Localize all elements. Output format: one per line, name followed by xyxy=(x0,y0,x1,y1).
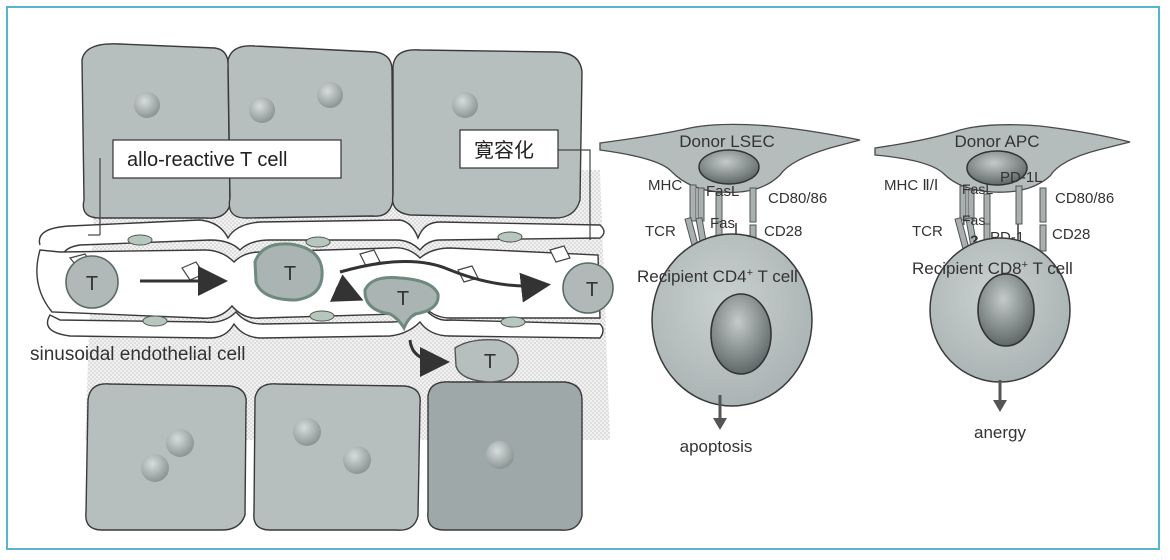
nucleus xyxy=(166,429,194,457)
hepatocyte xyxy=(82,44,230,218)
cd80-cd28-complex xyxy=(1040,188,1046,251)
apoptosis-label: apoptosis xyxy=(680,437,753,456)
cd80-86-label: CD80/86 xyxy=(1055,190,1114,207)
donor-apc-label: Donor APC xyxy=(954,132,1039,151)
donor-lsec-label: Donor LSEC xyxy=(679,132,774,151)
endothelial-nucleus xyxy=(498,232,522,242)
nucleus xyxy=(293,418,321,446)
cd4-tolerance-diagram: Donor LSEC MHC FasL CD80/86 Fas TCR CD28 xyxy=(600,124,860,456)
endothelial-nucleus xyxy=(501,317,525,327)
tcr-label: TCR xyxy=(912,223,943,240)
svg-text:T: T xyxy=(86,273,98,295)
nucleus xyxy=(486,441,514,469)
endothelial-cell-label: sinusoidal endothelial cell xyxy=(30,344,245,365)
nucleus xyxy=(452,92,478,118)
anergy-label: anergy xyxy=(974,423,1026,442)
endothelial-nucleus xyxy=(310,311,334,321)
outcome-arrow-head xyxy=(993,400,1007,412)
t-cell-tolerized: T xyxy=(563,263,613,313)
svg-text:T: T xyxy=(484,351,496,373)
t-cell: T xyxy=(66,256,118,308)
allo-reactive-label: allo-reactive T cell xyxy=(127,149,287,171)
mhc-label: MHC xyxy=(648,177,682,194)
pd-1l-label: PD-1L xyxy=(1000,169,1043,186)
endothelial-nucleus xyxy=(306,237,330,247)
mhc-label: MHC Ⅱ/Ⅰ xyxy=(884,177,938,194)
cd8-t-cell-nucleus xyxy=(978,274,1034,346)
nucleus xyxy=(249,97,275,123)
fas-label: Fas xyxy=(962,212,985,228)
cd4-t-cell-nucleus xyxy=(711,294,771,374)
fas-label: Fas xyxy=(710,215,735,232)
nucleus xyxy=(317,82,343,108)
cd8-tolerance-diagram: Donor APC MHC Ⅱ/Ⅰ FasL PD-1L CD80/86 Fas… xyxy=(875,125,1130,442)
fasl-label: FasL xyxy=(706,183,739,200)
cd80-86-label: CD80/86 xyxy=(768,190,827,207)
cd28-label: CD28 xyxy=(1052,226,1090,243)
t-cell-extravasated: T xyxy=(455,340,518,382)
lsec-nucleus xyxy=(699,150,759,184)
cd28-label: CD28 xyxy=(764,223,802,240)
sinusoid-diagram: T T T T T allo-reactive T cell xyxy=(30,44,613,530)
hepatocyte xyxy=(86,384,246,530)
nucleus xyxy=(141,454,169,482)
svg-text:T: T xyxy=(284,263,296,285)
svg-text:T: T xyxy=(397,288,409,310)
outcome-arrow-head xyxy=(713,418,727,430)
recipient-cd8-label: Recipient CD8+ T cell xyxy=(912,259,1073,278)
nucleus xyxy=(343,446,371,474)
nucleus xyxy=(134,92,160,118)
tcr-label: TCR xyxy=(645,223,676,240)
endothelial-nucleus xyxy=(143,316,167,326)
hepatocyte xyxy=(228,46,393,218)
svg-text:T: T xyxy=(586,279,598,301)
tolerance-label: 寛容化 xyxy=(474,138,534,162)
hepatocyte xyxy=(254,384,420,530)
recipient-cd4-label: Recipient CD4+ T cell xyxy=(637,267,798,286)
t-cell-activated: T xyxy=(255,244,322,300)
fasl-label: FasL xyxy=(962,181,993,197)
endothelial-nucleus xyxy=(128,235,152,245)
